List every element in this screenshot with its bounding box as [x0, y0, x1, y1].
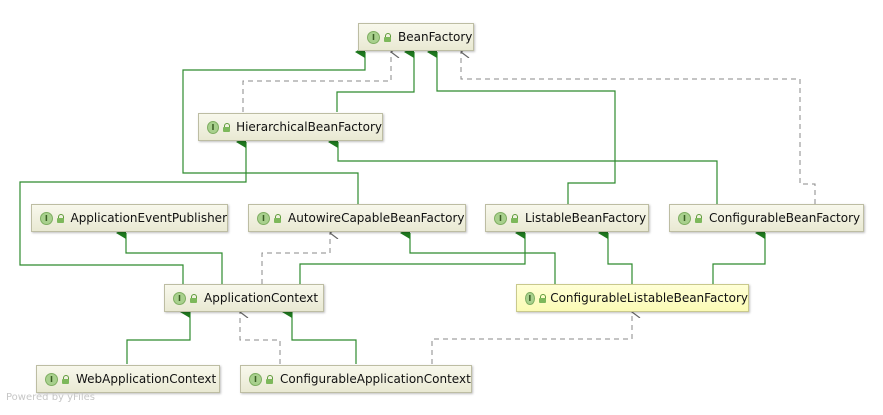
interface-badge-icon: I: [40, 211, 53, 225]
edge-dep-cfgappcontext-cfglistable: [431, 312, 632, 364]
edge-appcontext-to-hierarchical: [19, 136, 247, 284]
node-bean-factory[interactable]: I BeanFactory: [358, 23, 474, 51]
node-application-context[interactable]: I ApplicationContext: [164, 284, 324, 312]
node-label: HierarchicalBeanFactory: [236, 120, 382, 134]
edge-appcontext-to-eventpublisher: [116, 227, 223, 284]
node-label: ConfigurableBeanFactory: [709, 211, 861, 225]
node-autowire-capable-bean-factory[interactable]: I AutowireCapableBeanFactory: [248, 204, 466, 232]
lock-icon: [222, 122, 231, 132]
edge-configurable-to-hierarchical: [328, 136, 718, 204]
lock-icon: [56, 213, 65, 223]
lock-icon: [190, 293, 198, 303]
interface-badge-icon: I: [207, 120, 219, 134]
node-label: AutowireCapableBeanFactory: [288, 211, 465, 225]
lock-icon: [274, 213, 282, 223]
node-configurable-bean-factory[interactable]: I ConfigurableBeanFactory: [669, 204, 864, 232]
node-hierarchical-bean-factory[interactable]: I HierarchicalBeanFactory: [198, 113, 383, 141]
interface-badge-icon: I: [367, 30, 380, 44]
lock-icon: [266, 374, 274, 384]
edge-dep-appcontext-autowire: [261, 233, 330, 284]
interface-badge-icon: I: [678, 211, 691, 225]
node-label: ApplicationContext: [204, 291, 319, 305]
edge-webappcontext-to-appcontext: [126, 306, 191, 364]
interface-badge-icon: I: [494, 211, 507, 225]
node-listable-bean-factory[interactable]: I ListableBeanFactory: [485, 204, 649, 232]
node-label: BeanFactory: [398, 30, 473, 44]
lock-icon: [695, 213, 703, 223]
edge-dep-cfgappcontext-appcontext: [240, 312, 281, 364]
edge-cfglistable-to-autowire: [400, 227, 556, 284]
interface-badge-icon: I: [257, 211, 270, 225]
edge-listable-to-beanfactory: [427, 46, 616, 204]
edge-cfglistable-to-configurable: [712, 227, 766, 284]
edge-cfgappcontext-to-appcontext: [282, 306, 357, 364]
edge-autowire-to-beanfactory: [182, 46, 366, 204]
node-label: ListableBeanFactory: [525, 211, 647, 225]
edge-dep-hierarchical-beanfactory: [242, 52, 391, 112]
interface-badge-icon: I: [249, 372, 262, 386]
node-web-application-context[interactable]: I WebApplicationContext: [36, 365, 220, 393]
interface-badge-icon: I: [45, 372, 58, 386]
node-label: WebApplicationContext: [76, 372, 217, 386]
lock-icon: [538, 293, 546, 303]
lock-icon: [511, 213, 519, 223]
lock-icon: [384, 32, 392, 42]
edge-hierarchical-to-beanfactory: [336, 46, 415, 112]
watermark: Powered by yFiles: [6, 392, 95, 403]
node-label: ApplicationEventPublisher: [70, 211, 227, 225]
node-application-event-publisher[interactable]: I ApplicationEventPublisher: [31, 204, 228, 232]
node-label: ConfigurableListableBeanFactory: [550, 291, 748, 305]
node-configurable-application-context[interactable]: I ConfigurableApplicationContext: [240, 365, 472, 393]
node-configurable-listable-bean-factory[interactable]: I ConfigurableListableBeanFactory: [516, 284, 749, 312]
edge-dep-configurable-beanfactory: [461, 52, 816, 204]
lock-icon: [62, 374, 70, 384]
interface-badge-icon: I: [525, 291, 535, 305]
interface-badge-icon: I: [173, 291, 186, 305]
edge-cfglistable-to-listable: [598, 227, 633, 284]
edge-appcontext-to-listable: [299, 227, 526, 284]
node-label: ConfigurableApplicationContext: [280, 372, 471, 386]
